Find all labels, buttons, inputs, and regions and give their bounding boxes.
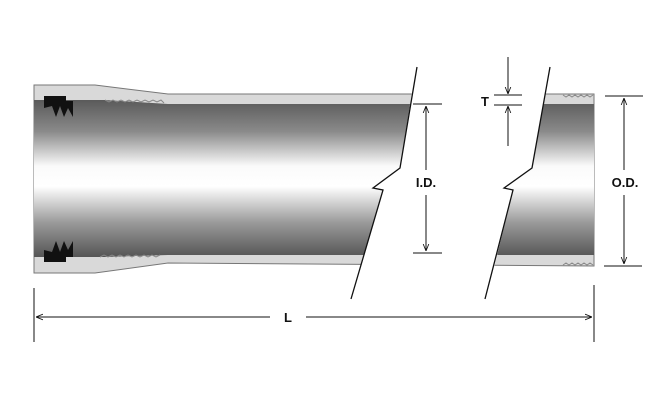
id-dimension	[413, 103, 442, 254]
break-line-right	[484, 66, 551, 300]
od-dimension	[604, 95, 643, 267]
l-label: L	[284, 310, 292, 325]
thread-top-left	[104, 99, 165, 104]
break-gap	[349, 60, 552, 305]
break-line-left	[350, 66, 418, 300]
l-dimension	[33, 285, 595, 342]
thread-bottom-right	[562, 262, 594, 266]
id-label: I.D.	[416, 175, 436, 190]
t-dimension	[494, 57, 522, 146]
od-label: O.D.	[612, 175, 639, 190]
thread-top-right	[562, 94, 594, 98]
thread-bottom-left	[99, 254, 161, 258]
gasket-bottom-icon	[44, 241, 73, 262]
gasket-top-icon	[44, 96, 73, 117]
t-label: T	[481, 94, 489, 109]
